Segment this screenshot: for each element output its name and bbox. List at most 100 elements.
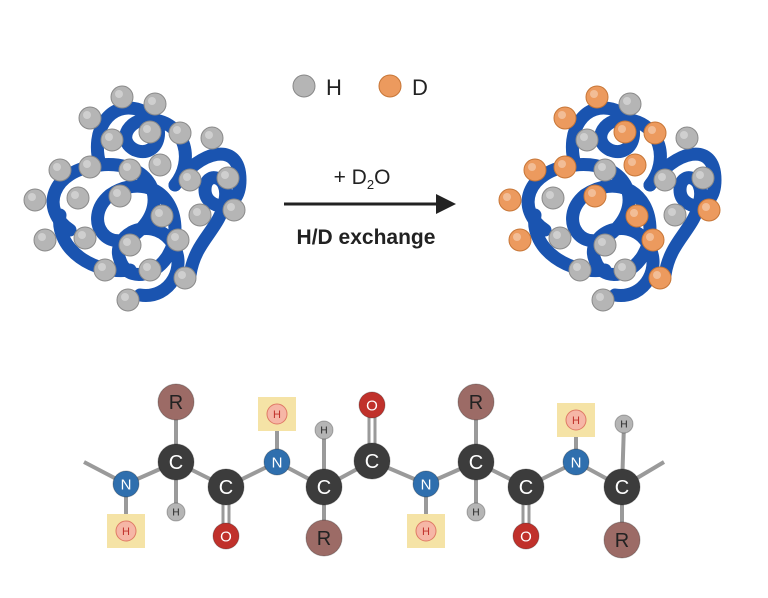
hydrogen-atom [148,153,172,177]
hydrogen-atom: H [166,502,186,522]
reagent-suffix: O [374,166,390,189]
hydrogen-atom [675,126,699,150]
nitrogen-atom: N [263,448,291,476]
deuterium-atom [508,228,532,252]
hydrogen-atom: H [314,420,334,440]
carbon-atom: C [457,443,495,481]
hydrogen-atom [178,168,202,192]
hydrogen-atom [66,186,90,210]
oxygen-atom: O [212,522,240,550]
atom-label: C [169,452,183,474]
atom-label: R [317,528,331,550]
hydrogen-atom [78,106,102,130]
atom-label: O [220,529,232,546]
deuterium-atom [643,121,667,145]
hydrogen-atom [116,288,140,312]
deuterium-atom [585,85,609,109]
protein-before-atoms [23,85,246,312]
hydrogen-atom [568,258,592,282]
hydrogen-atom [78,155,102,179]
exchangeable-hydrogen: H [266,403,288,425]
hydrogen-atom [663,203,687,227]
hydrogen-atom [110,85,134,109]
oxygen-atom: O [358,391,386,419]
deuterium-atom [553,155,577,179]
hydrogen-atom [100,128,124,152]
hydrogen-atom [168,121,192,145]
hydrogen-atom [93,258,117,282]
exchangeable-hydrogen: H [415,520,437,542]
atom-label: N [421,477,432,494]
deuterium-atom [613,120,637,144]
hydrogen-atom [138,120,162,144]
atom-label: C [365,451,379,473]
legend-d-label: D [412,75,428,100]
protein-before [23,85,247,312]
hydrogen-atom [593,158,617,182]
atom-label: H [273,409,281,421]
atom-label: R [469,392,483,414]
carbon-atom: C [603,468,641,506]
atom-label: N [571,455,582,472]
reagent-prefix: + D [334,166,367,189]
atom-label: R [169,392,183,414]
oxygen-atom: O [512,522,540,550]
protein-after-atoms [498,85,721,312]
carbon-atom: C [507,468,545,506]
hydrogen-atom [150,204,174,228]
hydrogen-atom [591,288,615,312]
hydrogen-atom [173,266,197,290]
reagent-label: + D2O [334,166,391,192]
nitrogen-atom: N [112,470,140,498]
hydrogen-atom [166,228,190,252]
r-group: R [603,521,641,559]
atom-label: C [317,477,331,499]
hydrogen-atom [33,228,57,252]
hydrogen-atom [548,226,572,250]
atom-label: O [520,529,532,546]
atom-label: H [620,420,627,431]
hydrogen-atom [200,126,224,150]
carbon-atom: C [305,468,343,506]
atom-label: C [219,477,233,499]
hydrogen-atom [48,158,72,182]
nitrogen-atom: N [412,470,440,498]
atom-label: O [366,398,378,415]
atom-label: H [320,426,327,437]
deuterium-atom [583,184,607,208]
atom-label: N [121,477,132,494]
legend-h-label: H [326,75,342,100]
atom-label: H [172,508,179,519]
hydrogen-atom [118,158,142,182]
deuterium-atom [498,188,522,212]
atom-label: H [572,415,580,427]
legend: H D [292,74,428,100]
deuterium-atom [623,153,647,177]
legend-d-swatch [378,74,402,98]
protein-after [498,85,722,312]
deuterium-atom [625,204,649,228]
hydrogen-atom [108,184,132,208]
arrow-head [436,194,456,214]
deuterium-atom [523,158,547,182]
hydrogen-atom [216,166,240,190]
hydrogen-atom [143,92,167,116]
hydrogen-atom [575,128,599,152]
hydrogen-atom [73,226,97,250]
deuterium-atom [697,198,721,222]
r-group: R [305,519,343,557]
deuterium-atom [648,266,672,290]
atom-label: N [272,455,283,472]
atom-label: C [469,452,483,474]
deuterium-atom [553,106,577,130]
arrow-caption: H/D exchange [297,226,436,249]
hydrogen-atom [593,233,617,257]
reagent-subscript: 2 [367,177,374,192]
nitrogen-atom: N [562,448,590,476]
atom-label: R [615,530,629,552]
atom-label: C [519,477,533,499]
exchangeable-hydrogen: H [115,520,137,542]
carbon-atom: C [207,468,245,506]
reaction-arrow: + D2O H/D exchange [284,166,456,249]
